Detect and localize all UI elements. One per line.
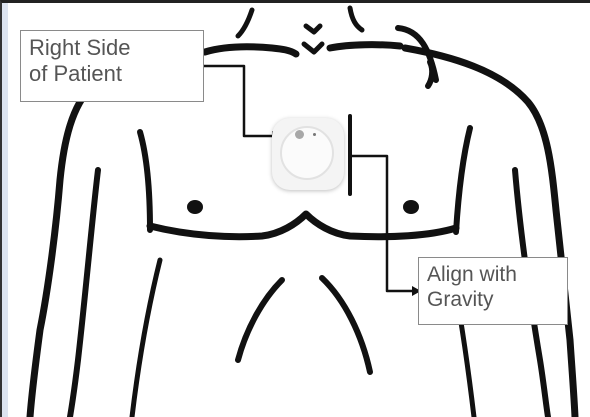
inner-arm-left	[70, 170, 98, 417]
nipple-right	[403, 200, 419, 214]
collarbone-right	[330, 45, 400, 48]
sensor-indicator-light	[295, 130, 304, 139]
connector-gravity	[352, 156, 418, 291]
callout-right-side-of-patient: Right Side of Patient	[20, 30, 204, 102]
armpit-left	[140, 132, 150, 230]
ab-line-left	[238, 280, 282, 360]
side-left	[132, 260, 160, 417]
sensor-device-ring	[280, 126, 334, 180]
neck-stroke-right	[350, 8, 362, 30]
sternal-notch	[306, 26, 320, 32]
neck-stroke-left	[238, 10, 252, 36]
pectoral-line	[150, 214, 456, 237]
sternal-notch-2	[304, 44, 322, 52]
ab-line-right	[322, 278, 370, 372]
nipple-left	[187, 200, 203, 214]
collarbone-left	[205, 47, 296, 54]
sensor-button-dot	[313, 133, 316, 136]
armpit-right	[456, 128, 470, 232]
connector-right-side	[204, 66, 272, 136]
callout-align-with-gravity: Align with Gravity	[418, 257, 568, 325]
trap-mark-right	[428, 62, 432, 86]
sensor-device	[272, 118, 344, 190]
